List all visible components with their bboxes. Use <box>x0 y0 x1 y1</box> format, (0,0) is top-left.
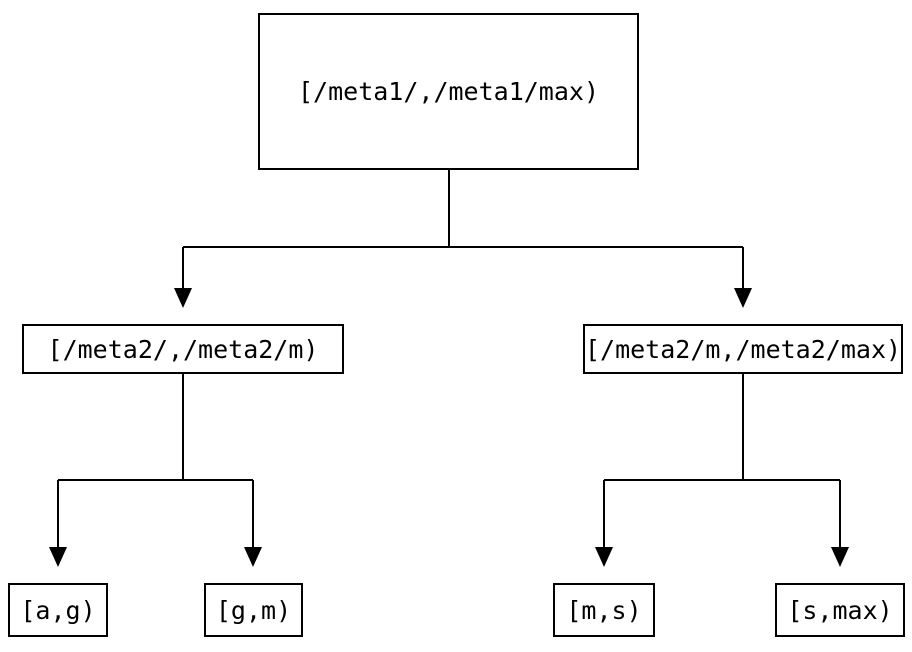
arrowhead-down-icon <box>49 547 67 567</box>
node-meta2-left-interval: [/meta2/,/meta2/m) <box>22 324 344 374</box>
arrowhead-down-icon <box>734 288 752 308</box>
node-leaf-ag: [a,g) <box>8 583 108 637</box>
arrowhead-down-icon <box>244 547 262 567</box>
node-leaf-smax: [s,max) <box>775 583 905 637</box>
arrowhead-down-icon <box>174 288 192 308</box>
arrowhead-down-icon <box>831 547 849 567</box>
node-leaf-ms: [m,s) <box>553 583 655 637</box>
node-leaf-gm: [g,m) <box>204 583 303 637</box>
edge-left-to-leaves <box>49 373 262 567</box>
node-root-interval: [/meta1/,/meta1/max) <box>258 13 639 170</box>
node-meta2-right-interval: [/meta2/m,/meta2/max) <box>583 324 903 374</box>
arrowhead-down-icon <box>595 547 613 567</box>
edge-root-to-level2 <box>174 170 752 308</box>
edge-right-to-leaves <box>595 373 849 567</box>
edge-line <box>603 373 841 548</box>
edge-line <box>182 170 744 289</box>
edge-line <box>57 373 254 548</box>
